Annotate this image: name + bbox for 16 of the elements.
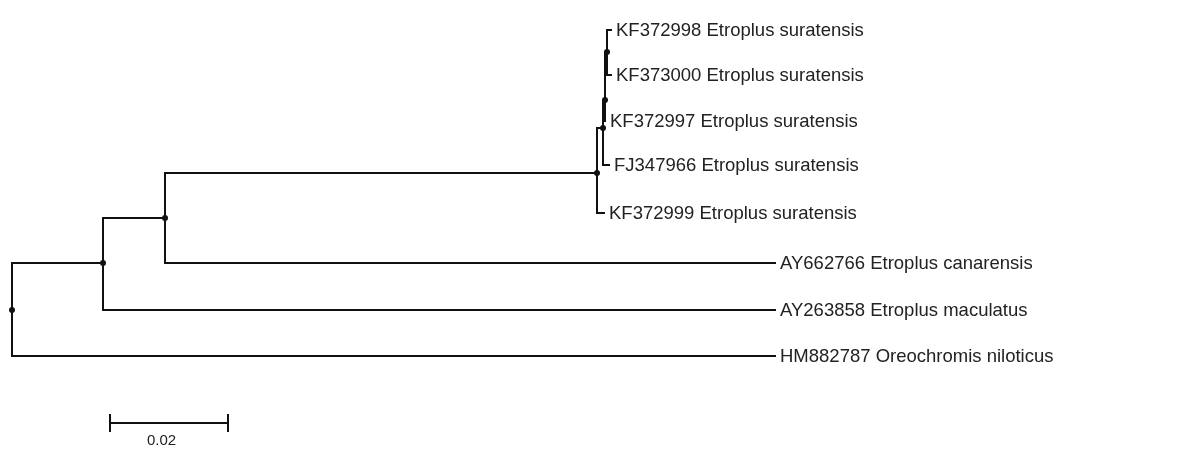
branch-point (604, 49, 610, 55)
taxon-label: AY662766 Etroplus canarensis (776, 252, 1033, 274)
taxon-label: KF373000 Etroplus suratensis (612, 64, 864, 86)
branch-point (600, 125, 606, 131)
taxon-label: KF372998 Etroplus suratensis (612, 19, 864, 41)
scale-label: 0.02 (147, 431, 177, 448)
taxon-label: KF372997 Etroplus suratensis (606, 110, 858, 132)
taxon-label: KF372999 Etroplus suratensis (605, 202, 857, 224)
branch-point (162, 215, 168, 221)
branch-point (100, 260, 106, 266)
branch-point (602, 97, 608, 103)
branch-point (9, 307, 15, 313)
branch-point (594, 170, 600, 176)
taxon-label: AY263858 Etroplus maculatus (776, 299, 1028, 321)
taxon-label: HM882787 Oreochromis niloticus (776, 345, 1054, 367)
taxon-label: FJ347966 Etroplus suratensis (610, 154, 859, 176)
